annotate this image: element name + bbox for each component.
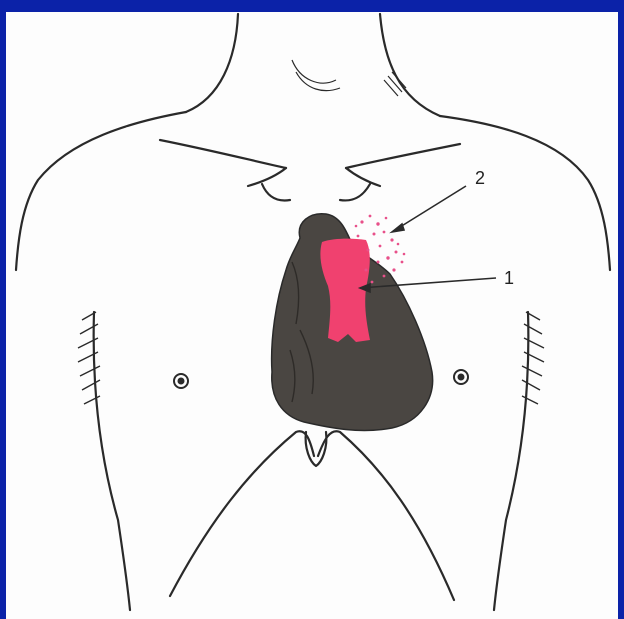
callout-label-1: 1 [504, 268, 514, 289]
neck-shading [292, 60, 406, 96]
callout-label-2: 2 [475, 168, 485, 189]
